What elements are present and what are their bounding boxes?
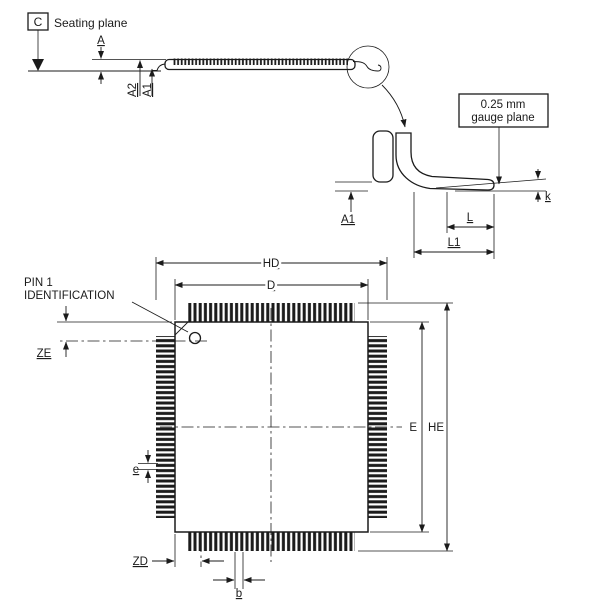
dim-e-pitch: e [133, 450, 158, 483]
dim-L-label: L [467, 212, 474, 224]
dim-k: k [534, 169, 551, 203]
dim-HD: HD [155, 256, 388, 300]
detail-callout-circle [346, 45, 390, 89]
gauge-plane-box [458, 93, 549, 128]
seating-plane-datum: C Seating plane [27, 12, 161, 72]
body-edge [372, 130, 394, 183]
dim-ZE-label: ZE [37, 348, 52, 360]
dim-ZD: ZD [133, 534, 224, 568]
dim-A1-detail-label: A1 [341, 214, 355, 226]
pin1-label-line2: IDENTIFICATION [24, 290, 115, 302]
gull-wing-lead [395, 132, 495, 191]
dim-L1: L1 [413, 192, 495, 258]
gauge-plane-line1: 0.25 mm [481, 99, 526, 111]
pin1-label-line1: PIN 1 [24, 277, 53, 289]
package-side-view [92, 45, 407, 128]
side-view-leads [172, 58, 348, 65]
datum-triangle-icon [32, 59, 44, 71]
dim-e-label: e [133, 464, 139, 476]
right-lead [352, 61, 379, 72]
pin1-identification: PIN 1 IDENTIFICATION [24, 277, 189, 333]
bottom-pin-row [188, 532, 355, 551]
top-pin-row [188, 303, 355, 322]
pin1-identifier-dot [188, 331, 202, 345]
package-top-view [156, 303, 402, 562]
dim-A1-detail: A1 [335, 181, 372, 226]
dim-L1-label: L1 [448, 237, 461, 249]
dim-HE-label: HE [428, 422, 444, 434]
dim-A2-label: A2 [127, 83, 139, 97]
gauge-plane-line2: gauge plane [471, 112, 534, 124]
dim-A2: A2 [127, 60, 144, 97]
left-lead [152, 63, 166, 71]
dim-D: D [174, 278, 369, 320]
dim-ZD-label: ZD [133, 556, 148, 568]
dim-D-label: D [267, 280, 275, 292]
dim-A: A [97, 35, 105, 84]
dim-E-label: E [409, 422, 417, 434]
pin1-leader-line [131, 301, 189, 333]
dim-A1-side-label: A1 [142, 83, 154, 97]
seating-plane-label: Seating plane [54, 16, 128, 30]
dim-A1-side: A1 [142, 68, 156, 97]
package-body [174, 321, 369, 533]
lead-detail-view [372, 130, 547, 192]
detail-leader-arrow [381, 84, 407, 128]
dim-A-label: A [97, 35, 105, 47]
gauge-plane-callout: 0.25 mm gauge plane [458, 93, 549, 185]
dim-L: L [446, 192, 495, 259]
datum-letter: C [34, 15, 43, 29]
dim-b-label: b [236, 588, 242, 600]
dim-k-label: k [545, 191, 551, 203]
dim-E: E [370, 321, 429, 533]
dim-b: b [213, 552, 265, 600]
dim-ZE: ZE [37, 306, 207, 360]
dim-HD-label: HD [263, 258, 280, 270]
dim-HE: HE [358, 302, 453, 552]
